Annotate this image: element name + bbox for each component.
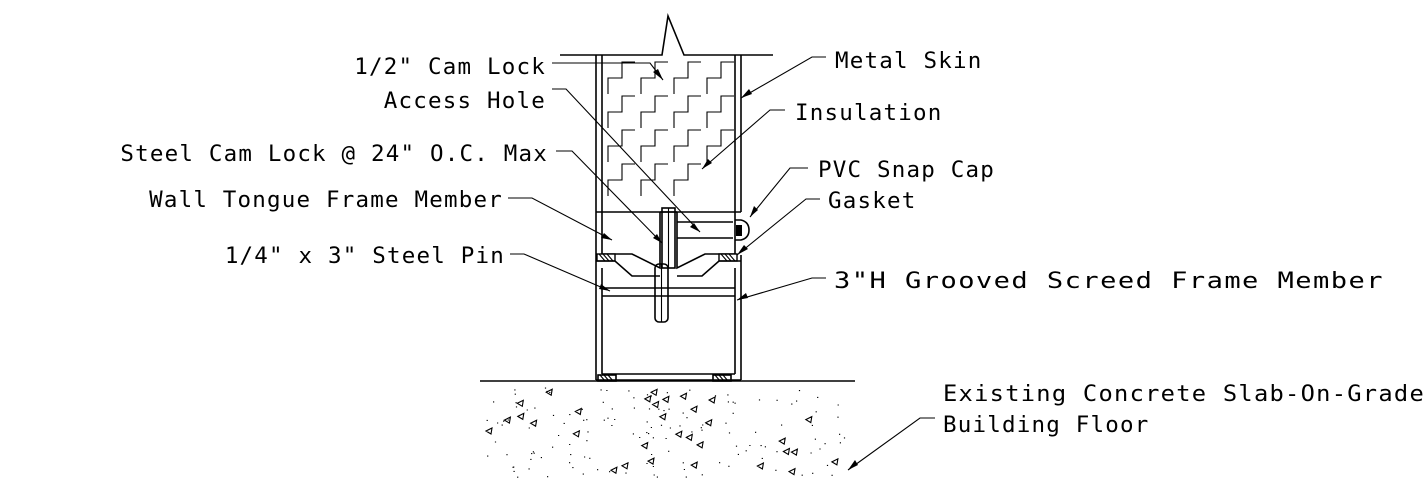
insulation-steps <box>607 61 734 196</box>
label-screed-frame: 3"H Grooved Screed Frame Member <box>834 268 1384 294</box>
concrete-slab <box>480 380 855 478</box>
arrow-cam-lock <box>653 69 663 80</box>
slab-aggregate-hatch <box>484 387 846 478</box>
leader-access-hole <box>552 88 701 233</box>
arrow-snap-cap <box>750 206 758 217</box>
gaskets <box>596 253 738 262</box>
label-slab-line1: Existing Concrete Slab-On-Grade <box>943 381 1425 407</box>
arrow-access-hole <box>690 223 700 232</box>
arrow-wall-tongue <box>601 233 612 240</box>
label-steel-cam-lock: Steel Cam Lock @ 24" O.C. Max <box>120 141 548 167</box>
label-pvc-snap-cap: PVC Snap Cap <box>818 157 995 183</box>
access-hole <box>677 221 733 239</box>
arrow-slab <box>848 460 858 470</box>
label-steel-pin: 1/4" x 3" Steel Pin <box>225 243 505 269</box>
screed-foot-right <box>712 374 732 382</box>
leader-steel-cam-lock <box>556 150 663 244</box>
insulation-hatch <box>607 61 734 196</box>
snap-cap-shape <box>735 219 750 241</box>
wall-tongue-frame <box>601 207 736 270</box>
screed-right-top <box>677 260 741 277</box>
foot-hatch <box>599 374 729 382</box>
label-wall-tongue: Wall Tongue Frame Member <box>149 187 503 213</box>
break-line <box>560 13 773 56</box>
label-slab-line2: Building Floor <box>943 412 1149 438</box>
leader-slab <box>847 417 935 471</box>
leader-snap-cap <box>749 167 808 218</box>
leader-screed <box>736 277 826 301</box>
snap-cap-fill <box>736 225 742 236</box>
aggregate-dots <box>486 387 846 478</box>
leader-lines <box>508 56 935 471</box>
label-access-hole: Access Hole <box>384 88 546 114</box>
label-gasket: Gasket <box>828 188 916 214</box>
label-insulation: Insulation <box>795 100 942 126</box>
arrow-metal-skin <box>741 89 752 98</box>
arrow-screed <box>737 293 748 300</box>
leader-steel-pin <box>510 253 611 292</box>
gasket-hatch <box>598 253 736 262</box>
label-cam-lock: 1/2" Cam Lock <box>354 54 546 80</box>
leader-arrowheads <box>599 69 858 470</box>
arrow-steel-cam-lock <box>653 234 662 243</box>
screed-left-top <box>596 260 660 277</box>
arrow-insulation <box>702 159 712 169</box>
screed-foot-left <box>597 374 617 382</box>
aggregate-triangles <box>484 388 839 476</box>
callout-labels: 1/2" Cam Lock Access Hole Steel Cam Lock… <box>120 48 1425 438</box>
leader-insulation <box>701 109 785 170</box>
leader-metal-skin <box>740 56 826 99</box>
label-metal-skin: Metal Skin <box>835 48 982 74</box>
arrow-steel-pin <box>599 284 610 291</box>
pvc-snap-cap <box>735 219 750 241</box>
arrow-gasket <box>737 245 748 255</box>
leader-wall-tongue <box>508 197 613 241</box>
tongue-left <box>601 212 661 270</box>
leader-gasket <box>736 198 820 256</box>
steel-pin <box>654 263 669 323</box>
